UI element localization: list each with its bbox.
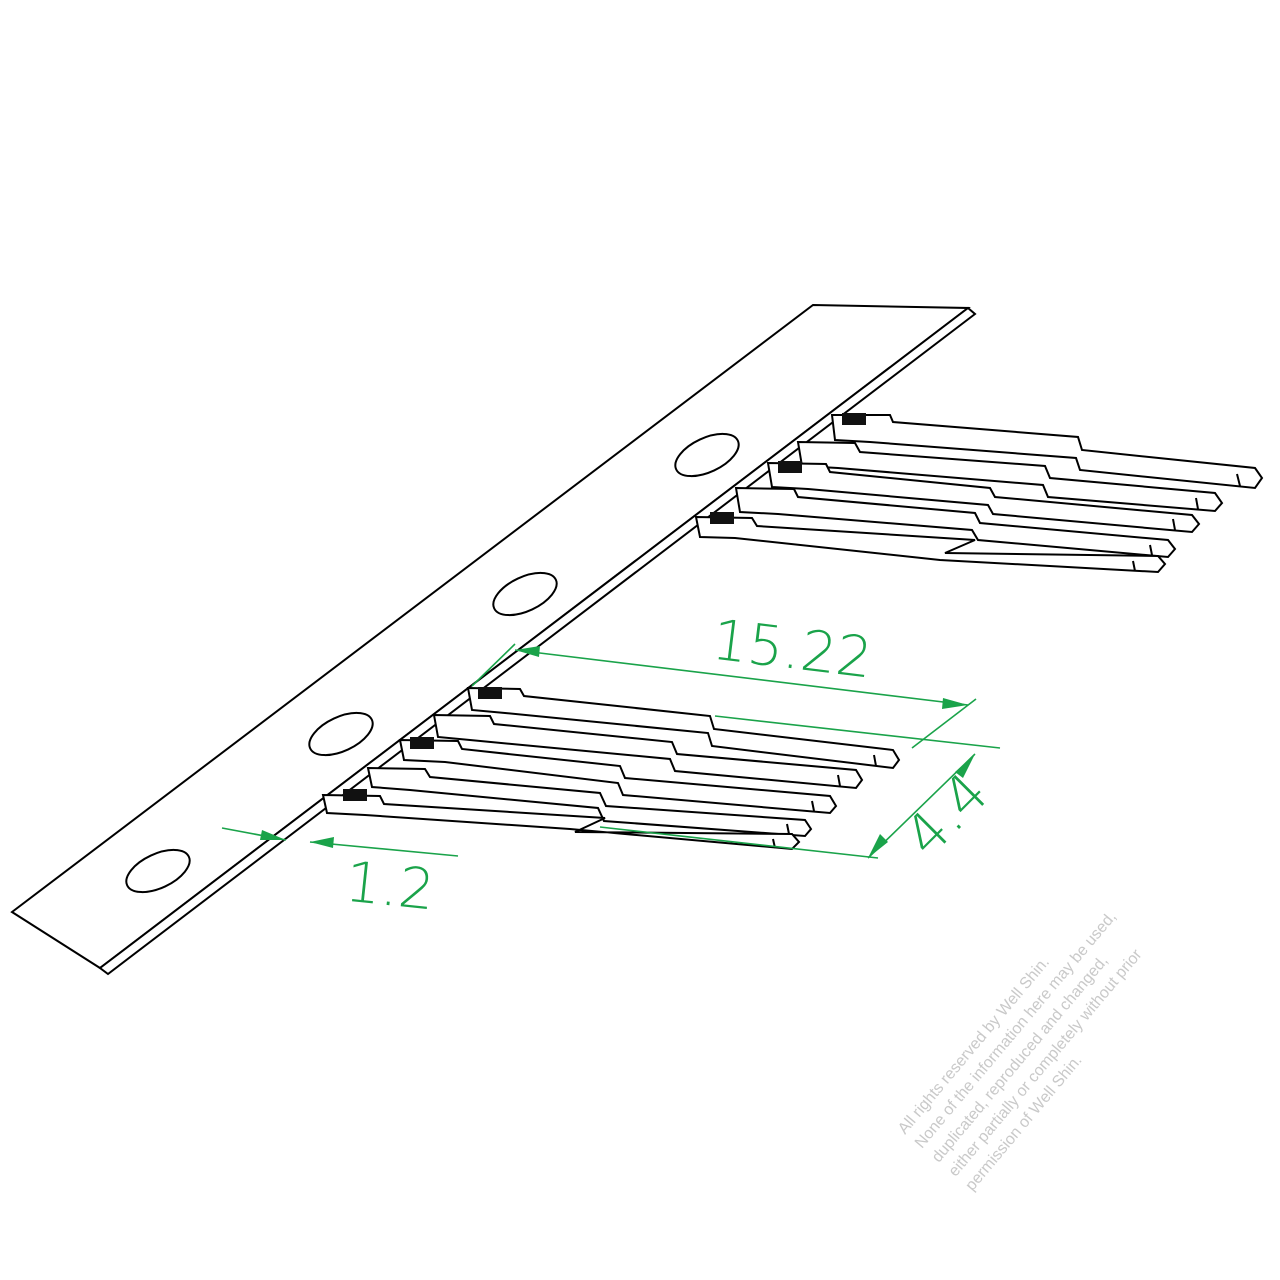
pin-body — [796, 440, 1224, 513]
terminal-pin — [796, 440, 1224, 513]
arrowhead — [260, 830, 286, 840]
terminal-pin — [694, 512, 1167, 574]
pin-tip-edge — [837, 774, 841, 787]
dimension-label-pin-length: 15.22 — [709, 608, 876, 692]
dimension-label-carrier-offset: 1.2 — [342, 850, 437, 924]
copyright-watermark: All rights reserved by Well Shin. None o… — [895, 908, 1146, 1194]
pin-body — [766, 461, 1201, 534]
pin-window — [778, 461, 802, 473]
pin-body — [830, 414, 1264, 490]
pin-tip-edge — [1172, 518, 1176, 531]
pin-body — [694, 515, 1167, 574]
watermark-line: None of the information here may be used… — [912, 908, 1120, 1151]
pilot-hole — [674, 432, 740, 478]
pin-tip-edge — [786, 823, 790, 835]
pin-tip-edge — [873, 754, 877, 767]
terminal-group-upper — [694, 413, 1264, 574]
arrowhead — [310, 837, 334, 848]
dimension-carrier-offset: 1.2 — [221, 827, 459, 924]
pin-tip-edge — [1149, 544, 1153, 556]
pin-body — [366, 766, 813, 838]
pin-body — [398, 738, 838, 815]
pin-window — [710, 512, 734, 524]
pin-tip-edge — [1132, 560, 1136, 572]
terminal-pin — [398, 737, 838, 815]
dimension-line — [514, 649, 969, 706]
pin-tip-edge — [1195, 497, 1199, 510]
arrowhead — [942, 698, 968, 709]
pin-body — [734, 486, 1177, 559]
pin-window — [478, 687, 502, 699]
pilot-holes — [125, 432, 740, 894]
carrier-strip-edge — [98, 306, 977, 976]
dimension-line — [309, 841, 459, 857]
terminal-pin — [432, 713, 864, 790]
arrowhead — [515, 646, 540, 657]
terminal-pin — [466, 686, 901, 770]
pin-tip-edge — [811, 800, 815, 812]
terminal-pin — [830, 413, 1264, 490]
extension-line — [714, 715, 1001, 749]
pilot-hole — [492, 571, 558, 617]
arrowhead — [868, 834, 888, 858]
terminal-pin — [734, 486, 1177, 559]
dimension-label-row-pitch: 4.4 — [892, 760, 1001, 869]
pin-tip-edge — [1236, 473, 1241, 487]
pin-body — [466, 686, 901, 770]
pin-window — [343, 789, 367, 801]
extension-line — [599, 826, 879, 859]
pilot-hole — [125, 848, 191, 894]
pin-window — [410, 737, 434, 749]
pilot-hole — [308, 711, 374, 757]
carrier-strip — [10, 303, 977, 976]
pin-window — [842, 413, 866, 425]
terminal-pin — [766, 461, 1201, 534]
terminal-pin — [366, 766, 813, 838]
extension-line — [471, 643, 516, 687]
arrowhead — [955, 754, 975, 778]
pin-body — [432, 713, 864, 790]
